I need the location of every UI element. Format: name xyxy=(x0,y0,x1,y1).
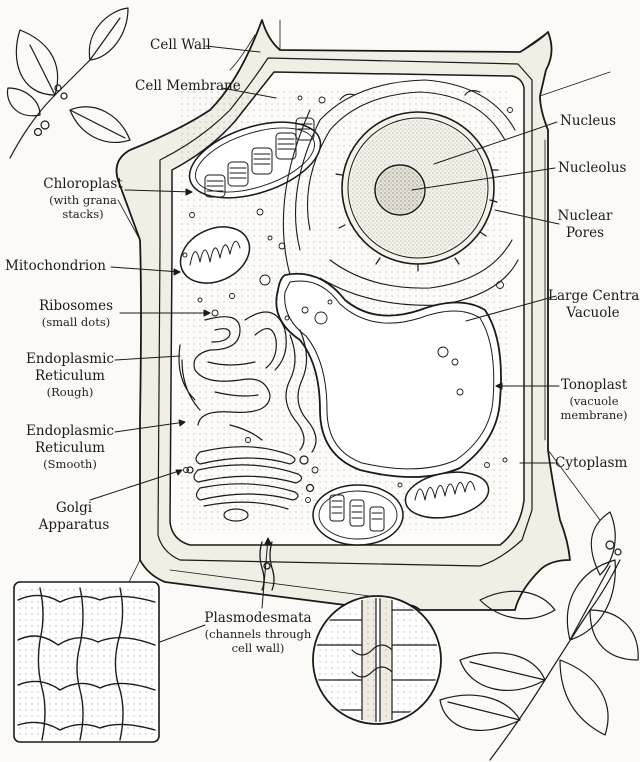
label-tonoplast-title: Tonoplast xyxy=(556,377,632,394)
label-vacuole-line1: Large Central xyxy=(548,288,638,305)
label-chloroplast: Chloroplast (with grana stacks) xyxy=(38,176,128,221)
label-er-rough-line2: Reticulum xyxy=(22,368,118,385)
label-nuclear-pores: Nuclear Pores xyxy=(552,208,618,242)
label-plasmodesmata-sub1: (channels through xyxy=(202,627,314,641)
label-er-smooth: Endoplasmic Reticulum (Smooth) xyxy=(22,423,118,471)
label-nucleus: Nucleus xyxy=(560,113,616,130)
label-er-smooth-sub: (Smooth) xyxy=(22,457,118,471)
label-mitochondrion: Mitochondrion xyxy=(5,258,106,275)
label-plasmodesmata-title: Plasmodesmata xyxy=(202,610,314,627)
label-golgi-line1: Golgi xyxy=(32,500,116,517)
label-chloroplast-sub2: stacks) xyxy=(38,207,128,221)
label-er-smooth-line1: Endoplasmic xyxy=(22,423,118,440)
label-er-rough-sub: (Rough) xyxy=(22,385,118,399)
label-cytoplasm: Cytoplasm xyxy=(555,455,627,472)
label-tonoplast-sub1: (vacuole xyxy=(556,394,632,408)
label-nuclear-pores-line2: Pores xyxy=(552,225,618,242)
label-chloroplast-sub1: (with grana xyxy=(38,193,128,207)
label-plasmodesmata: Plasmodesmata (channels through cell wal… xyxy=(202,610,314,655)
label-er-rough: Endoplasmic Reticulum (Rough) xyxy=(22,351,118,399)
label-ribosomes: Ribosomes (small dots) xyxy=(28,298,124,329)
label-cell-membrane: Cell Membrane xyxy=(135,78,241,95)
label-vacuole-line2: Vacuole xyxy=(548,305,638,322)
label-nuclear-pores-line1: Nuclear xyxy=(552,208,618,225)
label-vacuole: Large Central Vacuole xyxy=(548,288,638,322)
cell-tissue-inset xyxy=(14,582,159,742)
label-er-rough-line1: Endoplasmic xyxy=(22,351,118,368)
label-er-smooth-line2: Reticulum xyxy=(22,440,118,457)
label-nucleolus: Nucleolus xyxy=(558,160,626,177)
label-ribosomes-title: Ribosomes xyxy=(28,298,124,315)
label-tonoplast-sub2: membrane) xyxy=(556,408,632,422)
label-golgi: Golgi Apparatus xyxy=(32,500,116,534)
plasmodesmata-magnified-inset xyxy=(310,590,445,730)
leaf-sprig-top-left-icon xyxy=(7,8,130,158)
label-chloroplast-title: Chloroplast xyxy=(38,176,128,193)
label-plasmodesmata-sub2: cell wall) xyxy=(202,641,314,655)
label-ribosomes-sub: (small dots) xyxy=(28,315,124,329)
label-golgi-line2: Apparatus xyxy=(32,517,116,534)
chloroplast-bottom xyxy=(313,485,403,545)
label-tonoplast: Tonoplast (vacuole membrane) xyxy=(556,377,632,422)
label-cell-wall: Cell Wall xyxy=(150,37,211,54)
